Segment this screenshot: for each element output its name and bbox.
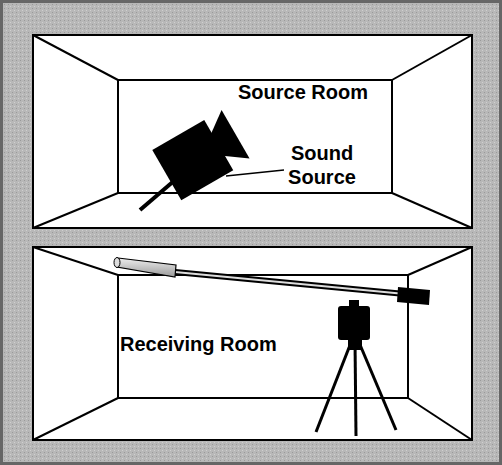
part-label: Sound Source (282, 141, 362, 189)
room-box: Receiving Room (33, 247, 472, 440)
leader-line (226, 170, 284, 176)
room-name: Source Room (238, 81, 368, 104)
loudspeaker (140, 110, 251, 210)
receiving-room-drawing (33, 247, 472, 440)
microphone-tripod (114, 258, 430, 437)
room-box: Source Room (33, 35, 472, 228)
room-name: Receiving Room (120, 333, 277, 356)
source-room-drawing (33, 35, 472, 228)
